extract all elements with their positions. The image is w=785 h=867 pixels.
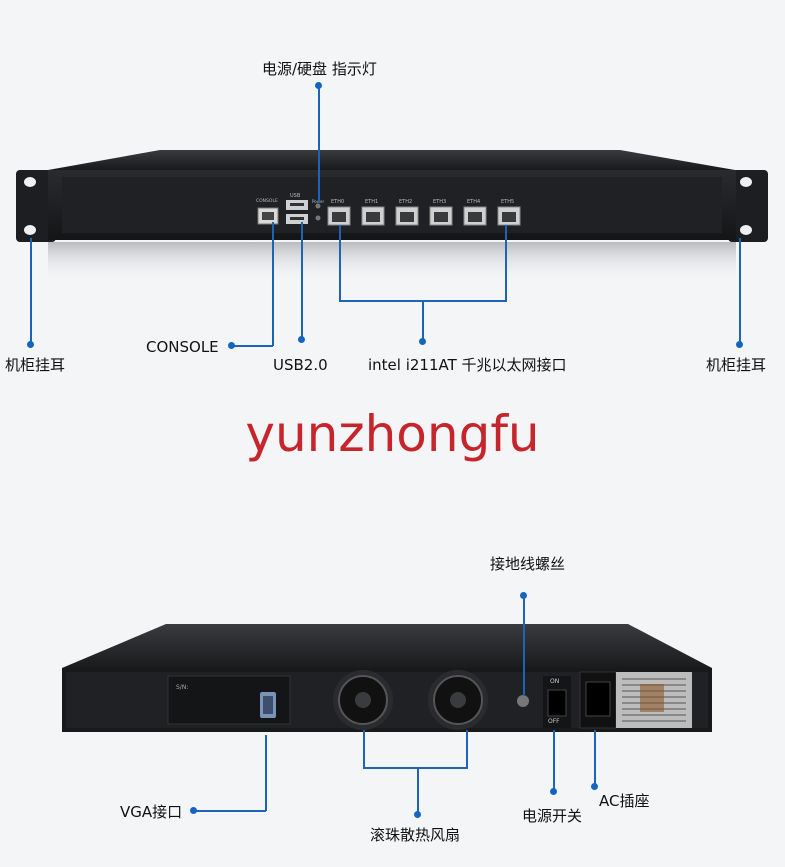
callout-line-fans-right — [466, 730, 468, 768]
callout-vga: VGA接口 — [120, 803, 183, 821]
rear-label-off: OFF — [548, 718, 560, 725]
callout-line-ear-right — [739, 238, 741, 346]
callout-dot-vga — [190, 807, 197, 814]
callout-dot-ear-left — [27, 341, 34, 348]
front-device-image: CONSOLE USB Power ETH0 ETH1 ETH2 ETH3 ET… — [0, 0, 785, 300]
rear-label-sn: S/N: — [176, 684, 189, 691]
callout-dot-fans — [414, 811, 421, 818]
callout-usb: USB2.0 — [273, 356, 328, 374]
callout-ear-right: 机柜挂耳 — [706, 356, 767, 374]
panel-label-eth3: ETH3 — [433, 199, 447, 205]
panel-label-eth4: ETH4 — [467, 199, 481, 205]
panel-label-eth0: ETH0 — [331, 199, 345, 205]
callout-line-lan-right — [505, 225, 507, 301]
callout-line-usb — [301, 222, 303, 340]
callout-line-console-v — [272, 222, 274, 346]
callout-line-switch — [553, 730, 555, 790]
callout-line-vga-h — [194, 810, 266, 812]
callout-line-lan-v — [422, 300, 424, 342]
callout-dot-ground — [520, 592, 527, 599]
callout-line-fans-h — [363, 767, 468, 769]
callout-dot-switch — [550, 788, 557, 795]
callout-indicator: 电源/硬盘 指示灯 — [262, 60, 377, 78]
callout-line-indicator — [318, 86, 320, 202]
panel-label-eth2: ETH2 — [399, 199, 413, 205]
callout-ground: 接地线螺丝 — [490, 555, 566, 573]
callout-dot-usb — [298, 336, 305, 343]
callout-line-vga-v — [265, 735, 267, 811]
rear-device-image: S/N: ON OFF — [0, 600, 785, 760]
callout-line-ac — [594, 730, 596, 786]
watermark-text: yunzhongfu — [245, 405, 540, 463]
panel-label-usb: USB — [290, 193, 301, 199]
callout-line-console-h — [232, 345, 273, 347]
callout-line-fans-v — [417, 767, 419, 813]
panel-label-console: CONSOLE — [256, 199, 278, 204]
callout-lan: intel i211AT 千兆以太网接口 — [368, 356, 567, 374]
callout-console: CONSOLE — [146, 338, 219, 356]
callout-switch: 电源开关 — [522, 807, 583, 825]
callout-dot-console — [228, 342, 235, 349]
panel-label-eth1: ETH1 — [365, 199, 379, 205]
callout-line-lan-left — [339, 225, 341, 301]
callout-dot-lan — [419, 338, 426, 345]
callout-line-ear-left — [30, 238, 32, 346]
callout-line-ground — [523, 596, 525, 696]
callout-fans: 滚珠散热风扇 — [370, 826, 461, 844]
callout-dot-indicator — [315, 82, 322, 89]
callout-ear-left: 机柜挂耳 — [5, 356, 66, 374]
callout-dot-ac — [591, 783, 598, 790]
callout-line-fans-left — [363, 730, 365, 768]
panel-label-eth5: ETH5 — [501, 199, 515, 205]
rear-label-on: ON — [550, 678, 560, 685]
callout-dot-ear-right — [736, 341, 743, 348]
callout-ac: AC插座 — [599, 792, 650, 810]
